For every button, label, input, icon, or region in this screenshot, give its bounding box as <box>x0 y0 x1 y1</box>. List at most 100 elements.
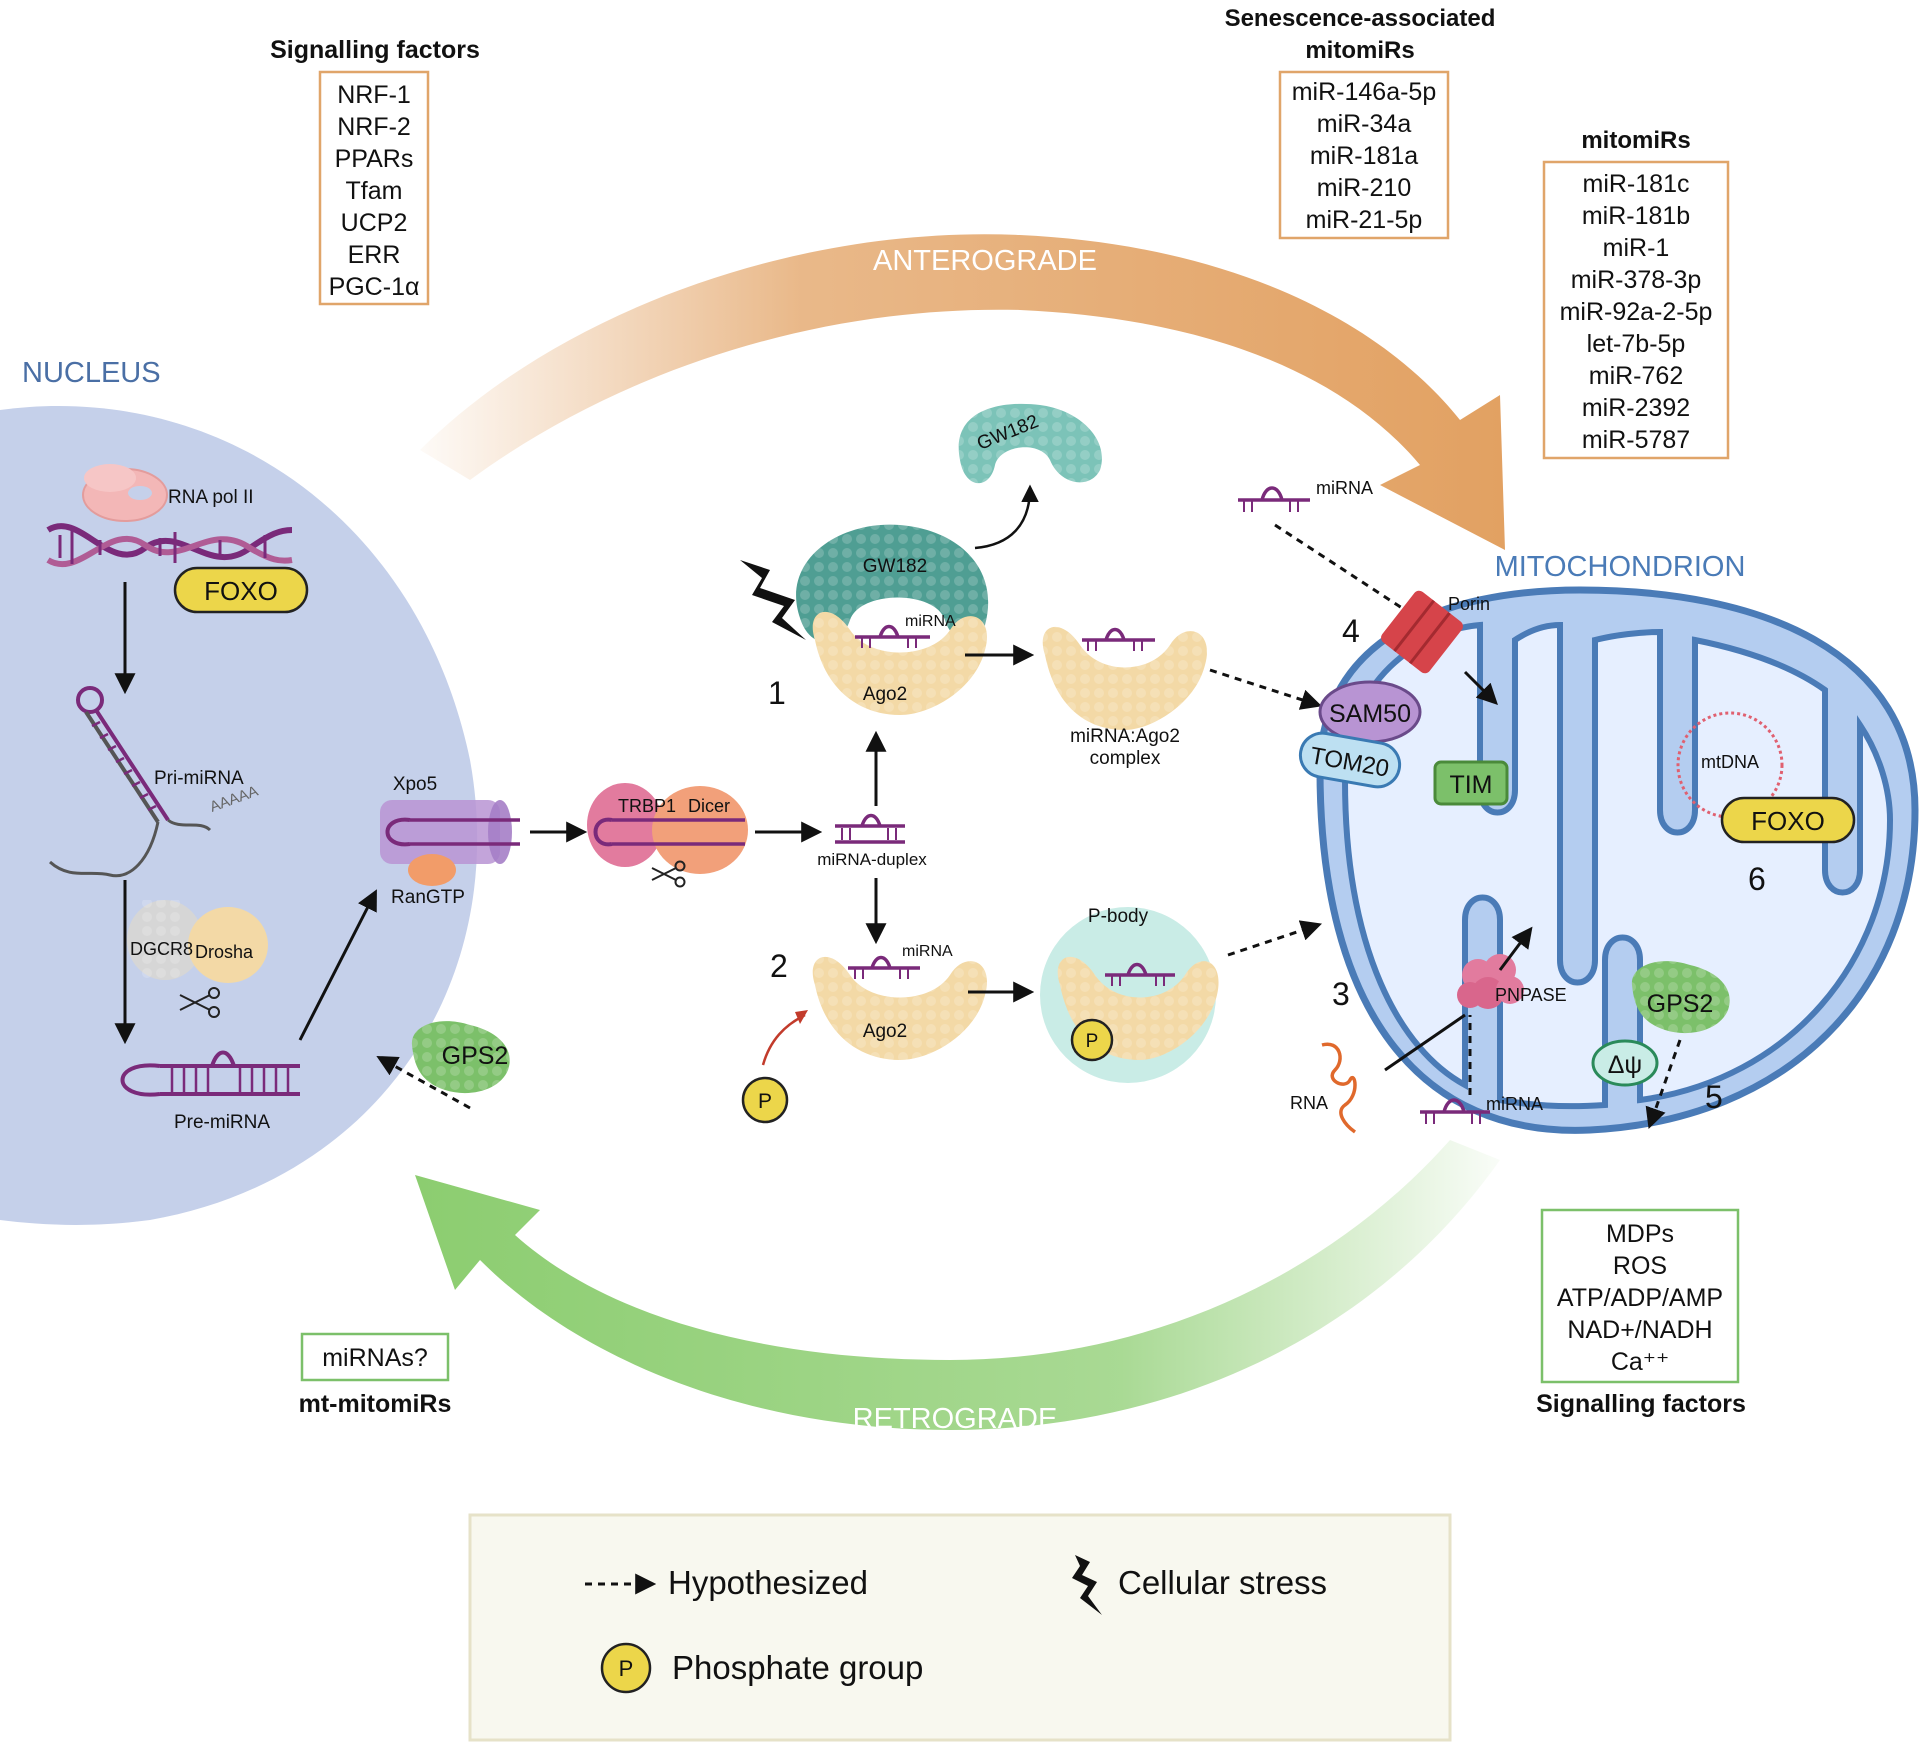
arrow-gw182-release <box>974 484 1039 550</box>
legend-hypothesized: Hypothesized <box>668 1564 868 1601</box>
signalling-nucleus-box <box>318 70 430 306</box>
phosphate-free-label: P <box>758 1090 772 1113</box>
mitomirs-item: miR-181c <box>1583 170 1690 198</box>
p-body-label: P-body <box>1088 906 1149 927</box>
ago2-pathway1 <box>812 611 987 715</box>
mitomirs-item: miR-92a-2-5p <box>1560 298 1713 326</box>
arrow-phosphorylation <box>761 1013 806 1066</box>
gw182-bound <box>796 524 989 643</box>
legend-stress-icon <box>1072 1555 1102 1615</box>
legend-phosphate: Phosphate group <box>672 1649 923 1686</box>
pnpase-label: PNPASE <box>1495 985 1567 1005</box>
arrow-complex-to-sam50 <box>1209 668 1322 710</box>
mitomirs-item: miR-762 <box>1589 362 1683 390</box>
phosphate-pbody-label: P <box>1086 1031 1099 1052</box>
rna-pol-label: RNA pol II <box>168 487 254 508</box>
senescence-item: miR-210 <box>1317 174 1411 202</box>
signalling-mito-item: ATP/ADP/AMP <box>1557 1284 1723 1312</box>
signalling-nucleus-item: ERR <box>348 241 401 269</box>
mitomirs-list: miR-181cmiR-181bmiR-1miR-378-3pmiR-92a-2… <box>1560 170 1713 454</box>
rangtp-label: RanGTP <box>391 887 465 908</box>
phosphate-free <box>741 1076 789 1124</box>
gw182-detached <box>958 403 1102 484</box>
mt-mitomirs-title: mt-mitomiRs <box>299 1390 452 1418</box>
porin <box>1381 590 1463 674</box>
signalling-mito-item: NAD+/NADH <box>1567 1316 1712 1344</box>
signalling-mito-item: MDPs <box>1606 1220 1674 1248</box>
mtdna <box>1676 711 1784 819</box>
signalling-mito-item: ROS <box>1613 1252 1667 1280</box>
mirna-duplex <box>835 813 905 844</box>
arrow-mirna-porin <box>1274 523 1403 610</box>
senescence-item: miR-146a-5p <box>1292 78 1437 106</box>
ago2-pathway2 <box>812 955 987 1060</box>
gps2-nucleus-label: GPS2 <box>442 1042 509 1070</box>
senescence-box <box>1278 70 1450 240</box>
arrow-pnpase-in <box>1498 926 1533 971</box>
pathway-number-3: 3 <box>1332 976 1350 1012</box>
mirna-label-2: miRNA <box>902 943 953 960</box>
tom20 <box>1298 731 1402 789</box>
senescence-title-line2: mitomiRs <box>1305 37 1414 64</box>
mirna-ago2-complex <box>1042 626 1207 730</box>
legend-stress: Cellular stress <box>1118 1564 1327 1601</box>
dicer-label: Dicer <box>688 796 730 816</box>
anterograde-label: ANTEROGRADE <box>873 245 1097 277</box>
signalling-nucleus-item: PPARs <box>335 145 414 173</box>
delta-psi-label: Δψ <box>1608 1051 1643 1079</box>
pre-mirna <box>120 1050 300 1097</box>
senescence-list: miR-146a-5pmiR-34amiR-181amiR-210miR-21-… <box>1292 78 1437 234</box>
ago2-label-2: Ago2 <box>863 1021 907 1042</box>
foxo-nucleus-label: FOXO <box>204 576 278 606</box>
mt-mitomirs-box <box>300 1332 450 1382</box>
mirna-label-1: miRNA <box>905 613 956 630</box>
senescence-item: miR-34a <box>1317 110 1412 138</box>
sam50-label: SAM50 <box>1329 700 1411 728</box>
arrow-gps2-in <box>376 1055 471 1110</box>
tim <box>1433 760 1509 806</box>
mitochondrion-label: MITOCHONDRION <box>1495 551 1746 583</box>
mitomirs-box <box>1542 160 1730 460</box>
tim-label: TIM <box>1449 771 1492 799</box>
drosha-label: Drosha <box>195 942 254 962</box>
scissors-icon <box>179 987 220 1018</box>
xpo5-label: Xpo5 <box>393 774 437 795</box>
rna-pol-ii <box>82 464 168 522</box>
dna-helix <box>46 523 293 568</box>
foxo-mito-label: FOXO <box>1751 806 1825 836</box>
phosphate-pbody <box>1070 1018 1114 1062</box>
gps2-mito-label: GPS2 <box>1647 990 1714 1018</box>
mitomirs-title: mitomiRs <box>1581 127 1690 154</box>
ago2-label-1: Ago2 <box>863 684 907 705</box>
pri-mirna-label: Pri-miRNA <box>154 768 244 789</box>
pathway-number-1: 1 <box>768 675 786 711</box>
signalling-nucleus-item: UCP2 <box>341 209 408 237</box>
pathway-number-5: 5 <box>1705 1079 1723 1115</box>
mitomirs-item: miR-2392 <box>1582 394 1690 422</box>
porin-label: Porin <box>1448 594 1490 614</box>
mitomirs-item: miR-181b <box>1582 202 1690 230</box>
signalling-nucleus-item: Tfam <box>346 177 403 205</box>
foxo-nucleus <box>173 566 309 614</box>
nucleus <box>0 405 478 1225</box>
mirna-bottom <box>1420 1098 1490 1124</box>
rna-label: RNA <box>1290 1093 1328 1113</box>
anterograde-arrow <box>420 234 1505 550</box>
mt-mitomirs-box-text: miRNAs? <box>322 1344 428 1372</box>
signalling-nucleus-item: NRF-2 <box>337 113 411 141</box>
gps2-nucleus <box>411 1021 510 1094</box>
arrow-phosphorylation-head <box>795 1010 808 1024</box>
scissors-icon-2 <box>651 860 686 888</box>
retrograde-arrow <box>415 1140 1500 1430</box>
trbp1-label: TRBP1 <box>618 796 676 816</box>
mirna-cytosol <box>1238 486 1310 512</box>
pathway-number-2: 2 <box>770 948 788 984</box>
arrow-rna-import <box>1384 1013 1466 1072</box>
senescence-title-line1: Senescence-associated <box>1225 5 1496 32</box>
signalling-nucleus-item: NRF-1 <box>337 81 411 109</box>
legend-box <box>468 1513 1452 1742</box>
pathway-number-6: 6 <box>1748 861 1766 897</box>
senescence-item: miR-21-5p <box>1306 206 1423 234</box>
complex-label-1: miRNA:Ago2 <box>1070 726 1180 747</box>
